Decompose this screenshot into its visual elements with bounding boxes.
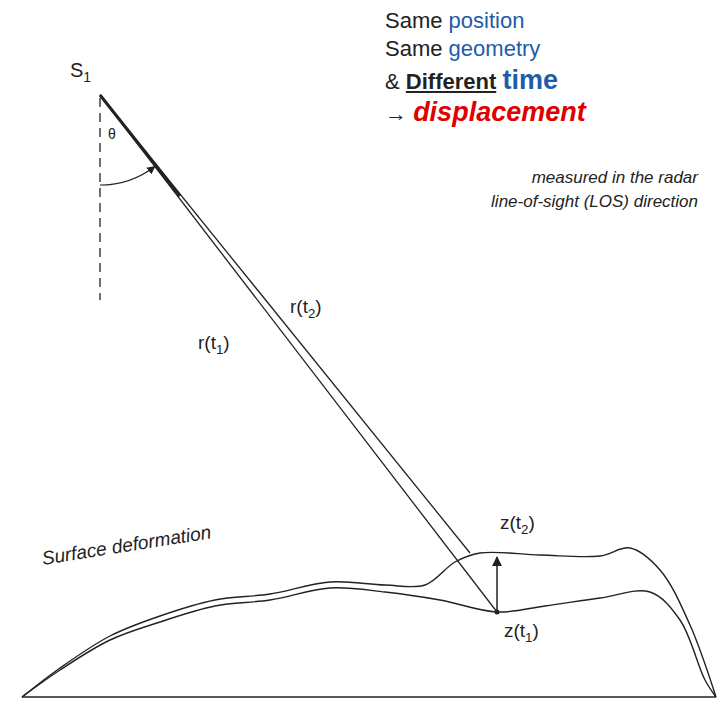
nadir-line <box>99 98 100 300</box>
beam-bold <box>100 95 180 196</box>
height-label: z(t1) <box>504 620 539 643</box>
note-italic: measured in the radar <box>532 168 698 188</box>
ground-point <box>495 610 500 615</box>
angle-arc <box>100 166 155 185</box>
satellite-label: S1 <box>70 58 91 82</box>
note-line: Same position <box>385 8 524 34</box>
surface-t1 <box>22 588 716 697</box>
ground-baseline <box>22 696 716 698</box>
displacement-arrow <box>496 557 498 612</box>
range-line-t2 <box>100 95 470 553</box>
note-line: & Different time <box>385 64 558 96</box>
note-italic: line-of-sight (LOS) direction <box>491 192 698 212</box>
surface-t2 <box>22 548 716 697</box>
note-line: → displacement <box>385 96 586 128</box>
surface-label: Surface deformation <box>40 521 213 570</box>
height-label: z(t2) <box>500 512 535 535</box>
range-label: r(t1) <box>198 332 230 355</box>
note-line: Same geometry <box>385 36 540 62</box>
range-label: r(t2) <box>290 296 322 319</box>
angle-label: θ <box>108 126 116 143</box>
